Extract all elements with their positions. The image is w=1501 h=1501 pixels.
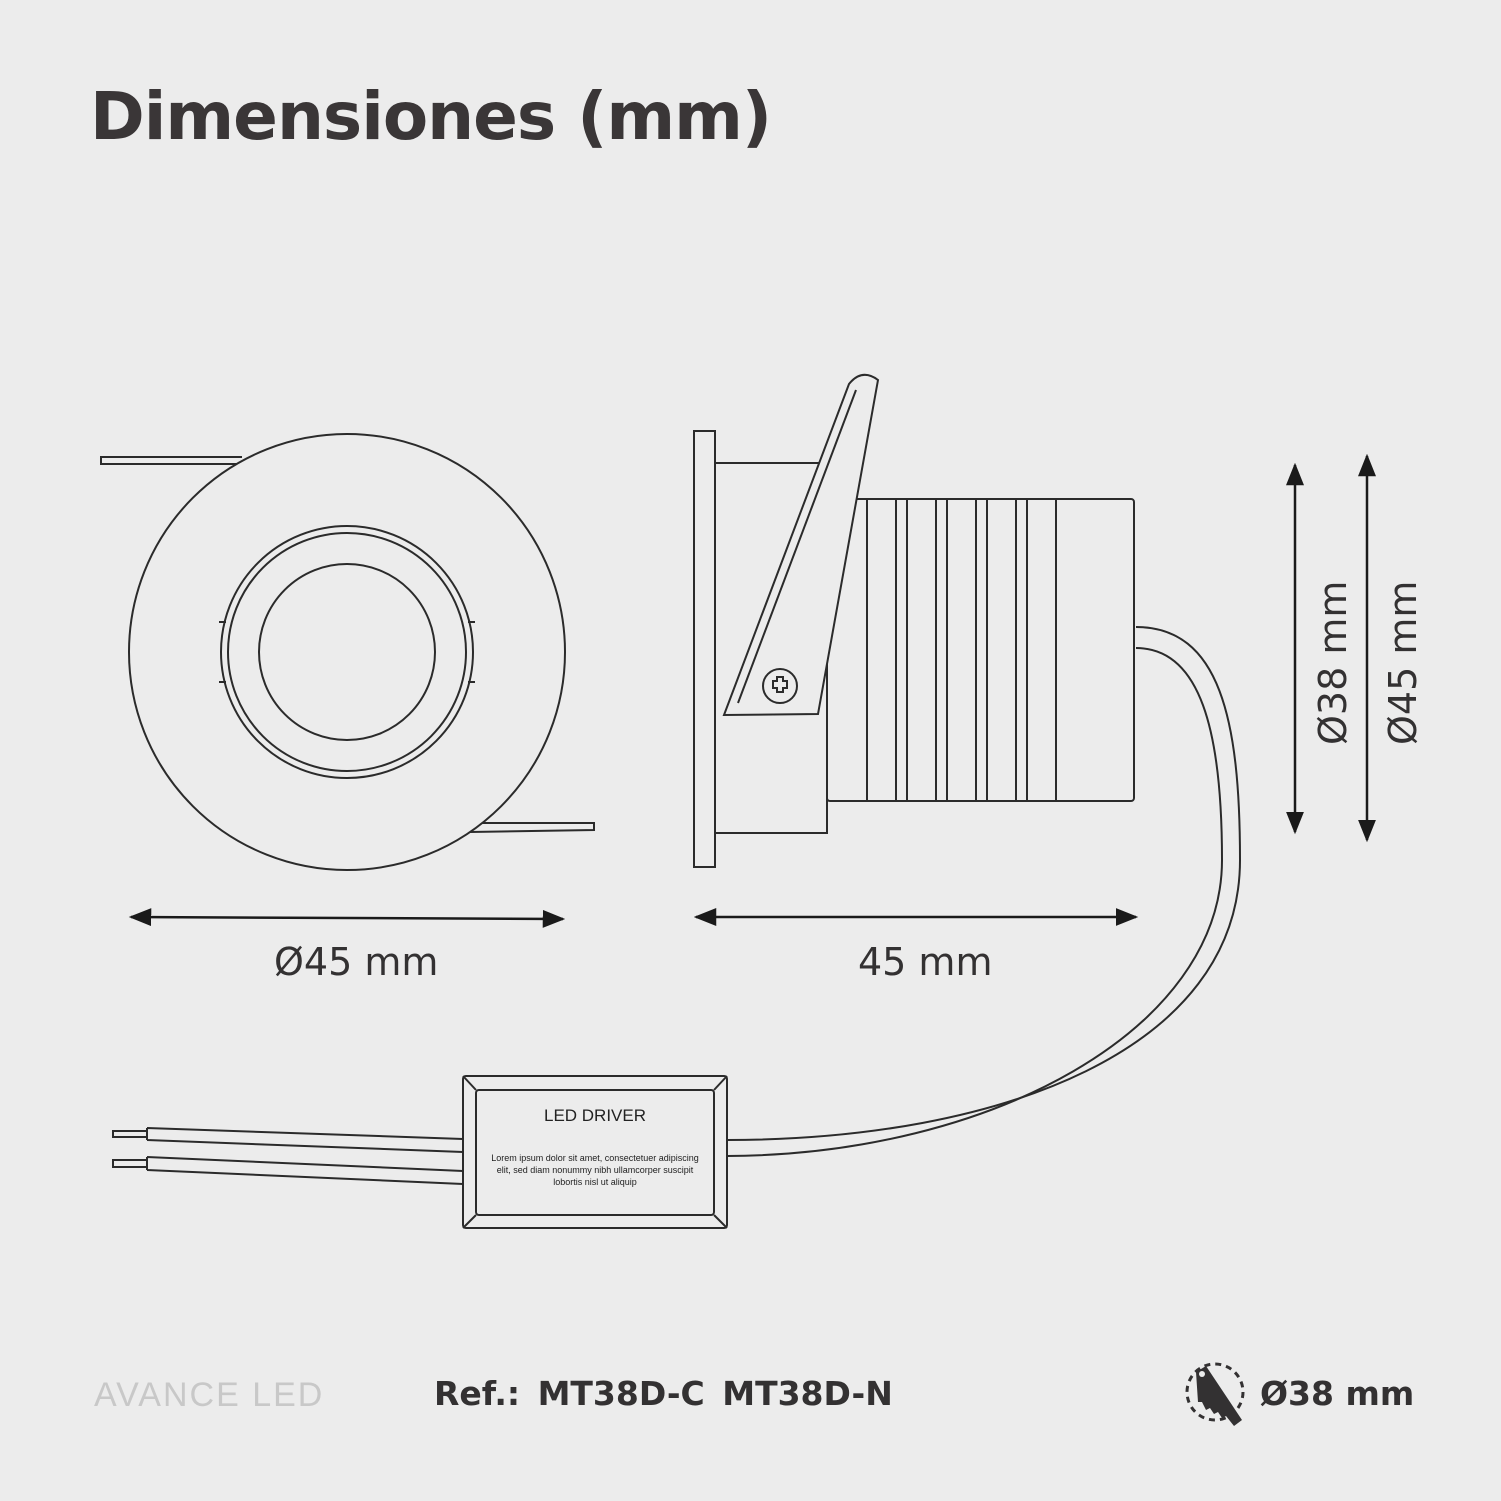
saw-cut-icon	[1185, 1362, 1245, 1426]
front-flange	[693, 430, 716, 868]
heatsink-fin-5	[1026, 498, 1057, 802]
driver-label: LED DRIVER	[543, 1106, 647, 1125]
side-view	[693, 373, 1242, 1157]
lens	[258, 563, 436, 741]
heatsink-fin-1	[866, 498, 897, 802]
heatsink-fin-4	[986, 498, 1017, 802]
led-driver-box	[112, 1075, 728, 1229]
dim-arrow-front	[128, 908, 566, 928]
wire-2	[112, 1156, 464, 1185]
cable	[726, 626, 1242, 1141]
brand-logo: AVANCE LED	[94, 1376, 325, 1414]
page-title: Dimensiones (mm)	[90, 78, 772, 155]
spring-clip	[722, 373, 880, 717]
heatsink-back	[826, 498, 1135, 802]
body-diameter-label: Ø38 mm	[1311, 580, 1355, 745]
heatsink-fin-3	[946, 498, 977, 802]
reference-label: Ref.: MT38D-C MT38D-N	[434, 1374, 893, 1413]
wire-1	[112, 1127, 464, 1153]
driver-text: Lorem ipsum dolor sit amet, consectetuer…	[491, 1153, 699, 1187]
bezel-diameter-label: Ø45 mm	[1381, 580, 1425, 745]
cutout-diameter: Ø38 mm	[1260, 1374, 1415, 1413]
inner-ring	[227, 532, 467, 772]
heatsink-fin-2	[906, 498, 937, 802]
side-length-label: 45 mm	[858, 940, 993, 984]
screw	[762, 668, 798, 704]
outer-bezel	[128, 433, 566, 871]
front-view	[100, 433, 595, 871]
inner-ring-outer	[220, 525, 474, 779]
spring-clip-top	[100, 456, 242, 465]
front-diameter-label: Ø45 mm	[274, 940, 439, 984]
spring-clip-bottom	[469, 822, 595, 833]
